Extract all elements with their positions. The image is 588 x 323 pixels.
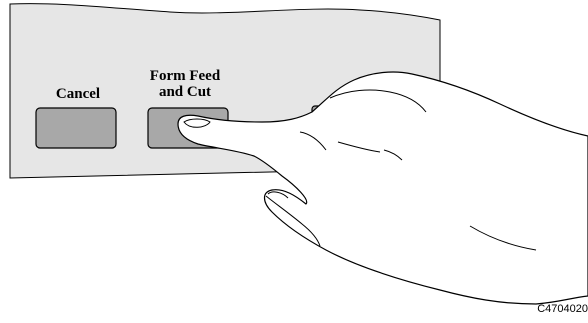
cancel-button[interactable] [36, 108, 116, 148]
form-feed-button-label-line2: and Cut [130, 84, 240, 100]
form-feed-button-label-line1: Form Feed [130, 68, 240, 84]
cancel-button-label: Cancel [36, 86, 120, 102]
figure-id-label: C4704020 [522, 302, 588, 316]
